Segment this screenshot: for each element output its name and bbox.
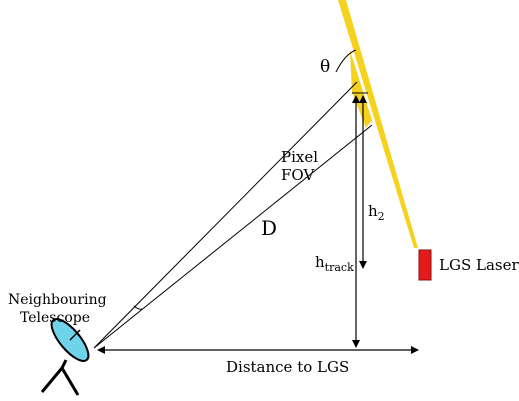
fov-upper-line xyxy=(93,81,358,349)
laser-label: LGS Laser xyxy=(439,256,519,274)
theta-label: θ xyxy=(320,57,330,77)
telescope-label-line2: Telescope xyxy=(20,310,90,326)
h2-sub: 2 xyxy=(378,210,385,223)
theta-angle-arc xyxy=(335,49,357,73)
htrack-main: h xyxy=(315,253,325,271)
h2-label: h2 xyxy=(368,202,385,223)
telescope-label-line1: Neighbouring xyxy=(8,292,107,308)
pixel-label: Pixel xyxy=(281,148,318,166)
htrack-sub: track xyxy=(325,261,354,274)
fov-lower-line xyxy=(93,124,373,349)
distance-label: Distance to LGS xyxy=(226,358,349,376)
htrack-label: htrack xyxy=(315,253,354,274)
fov-angle-arc xyxy=(133,305,143,310)
laser-box xyxy=(418,249,432,281)
h2-main: h xyxy=(368,202,378,220)
d-label: D xyxy=(261,216,277,240)
fov-label: FOV xyxy=(281,166,315,184)
telescope-icon xyxy=(40,318,90,396)
laser-beam xyxy=(338,0,418,248)
